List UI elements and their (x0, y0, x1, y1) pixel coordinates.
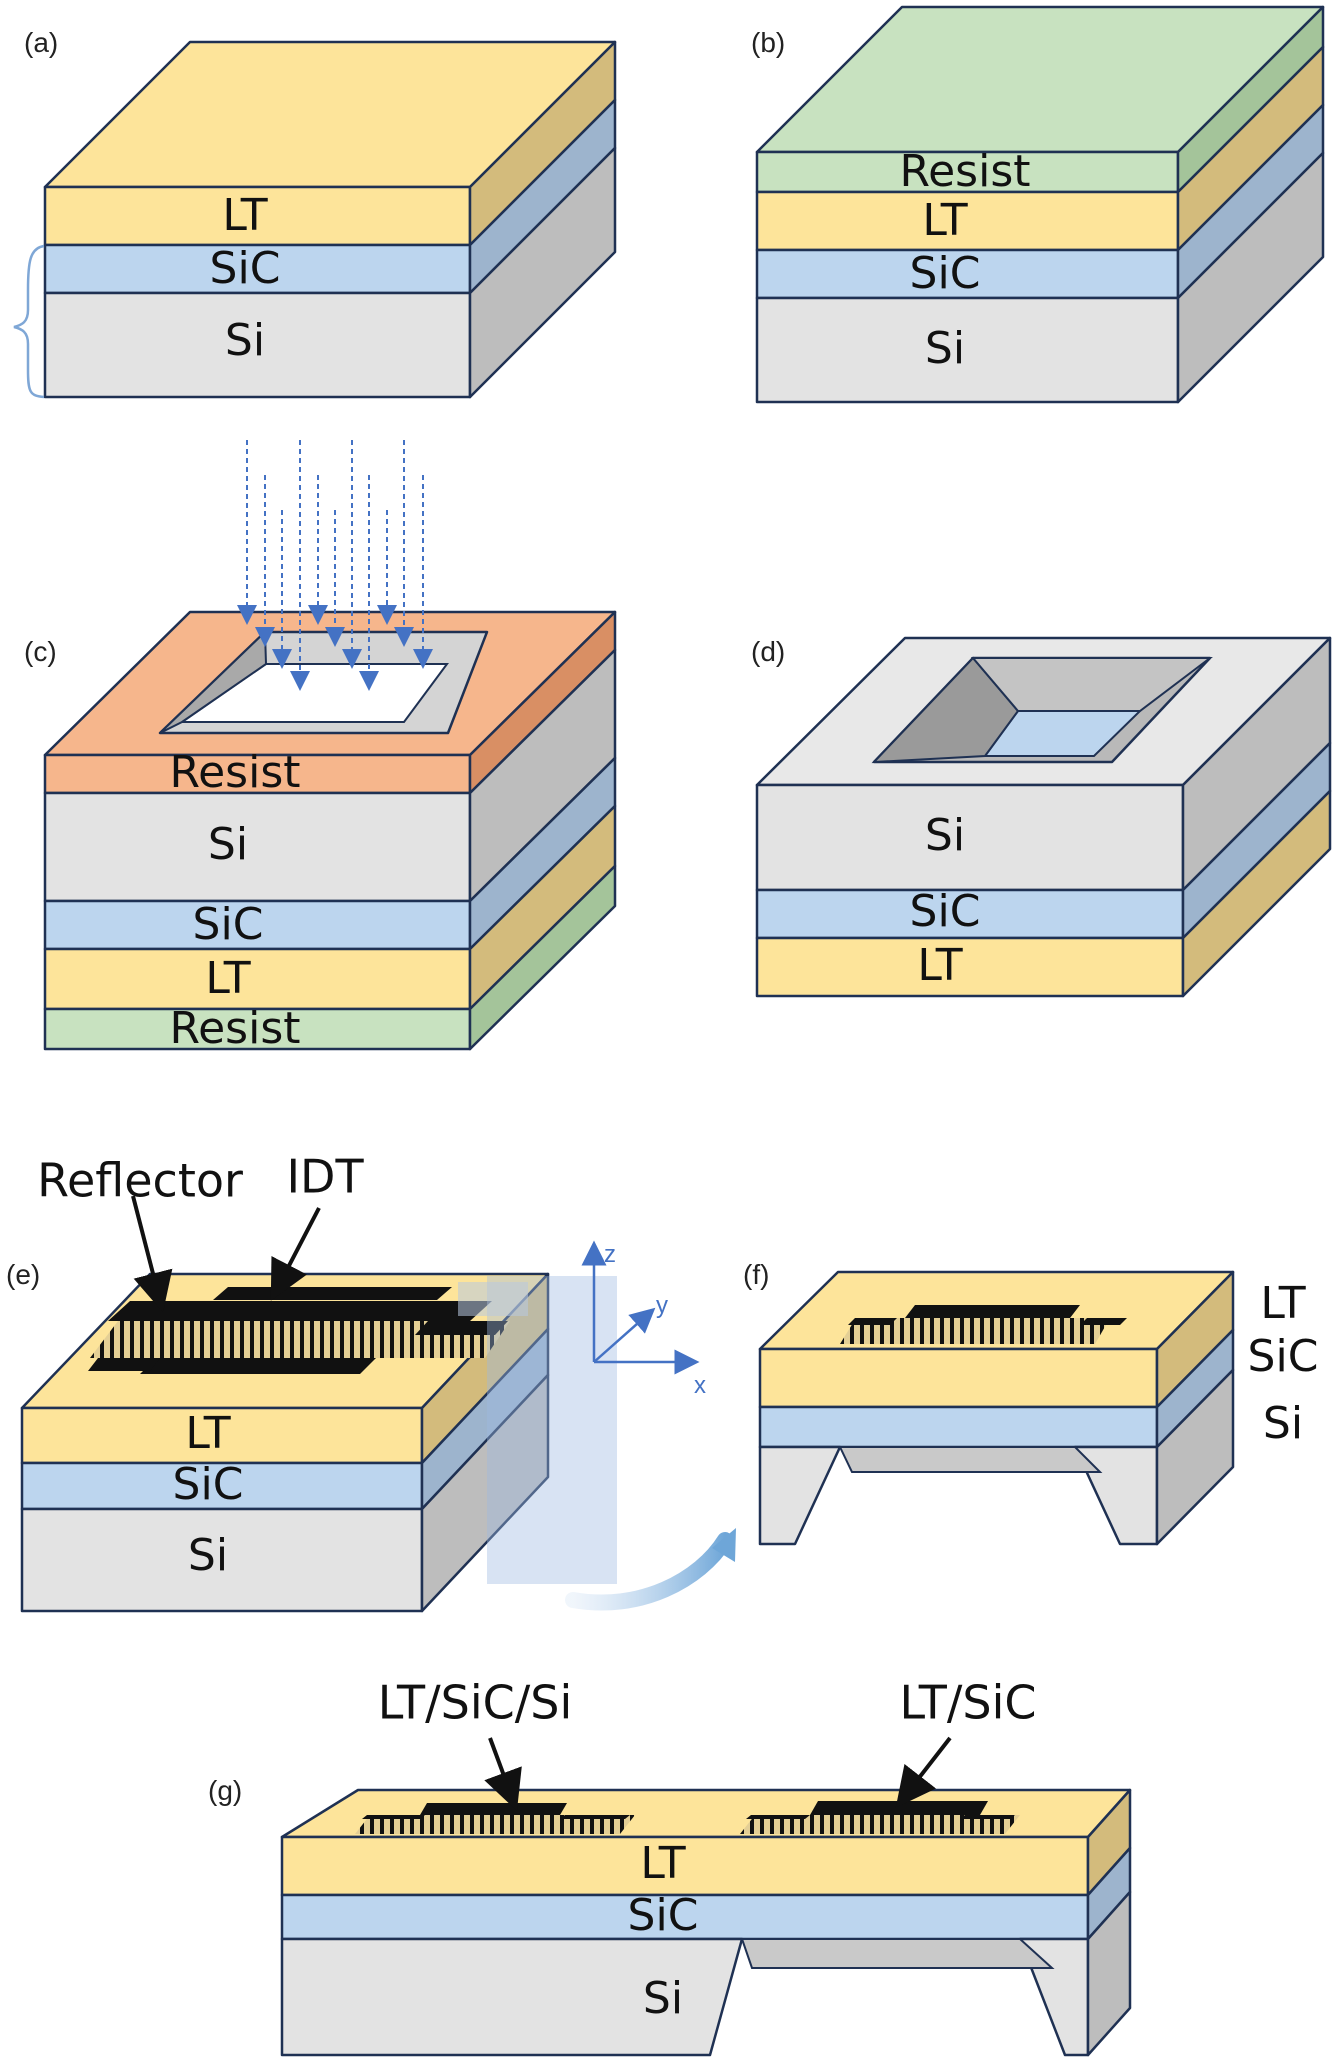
right-callout-arrow (895, 1736, 952, 1808)
panel-label-c: (c) (24, 636, 57, 667)
axis-label-y: y (656, 1292, 668, 1319)
layer-label-lt: LT (185, 1408, 230, 1459)
reflector-bus-left (88, 1358, 160, 1371)
lt-layer (758, 1347, 1159, 1409)
right-reflector-right (960, 1815, 1015, 1819)
panel-label-a: (a) (24, 27, 58, 58)
idt-fingers-icon (90, 1321, 510, 1358)
panel-label-g: (g) (208, 1775, 242, 1806)
si-leg-left (758, 1445, 842, 1546)
callout-lt-sic: LT/SiC (900, 1676, 1037, 1730)
resist-layer-bottom (43, 1007, 472, 1051)
cavity-ceiling (740, 1938, 1055, 1969)
panel-a: (a) LT SiC Si (13, 27, 617, 399)
si-side (468, 146, 617, 399)
side-label-si: Si (1263, 1398, 1303, 1449)
layer-label-si: Si (188, 1530, 228, 1581)
layer-label-si: Si (643, 1973, 683, 2024)
idt-bus-bottom (140, 1358, 376, 1374)
panel-c: (c) Resist Si SiC LT Resist (24, 440, 617, 1054)
layer-label-lt: LT (917, 940, 962, 991)
substrate-bracket (13, 244, 45, 399)
idt-bus-top (213, 1287, 452, 1300)
layer-label-si: Si (208, 819, 248, 870)
callout-lt-sic-si: LT/SiC/Si (378, 1676, 572, 1730)
panel-label-f: (f) (743, 1259, 769, 1290)
lt-layer (755, 190, 1180, 252)
panel-b: (b) Resist LT SiC Si (751, 5, 1325, 404)
si-side (1086, 1890, 1132, 2057)
si-layer-left (280, 1937, 744, 2057)
reflector-bus-right (415, 1321, 508, 1335)
reflector-callout: Reflector (37, 1154, 243, 1208)
panel-e: (e) Reflector IDT LT SiC Si z y x (6, 1150, 736, 1613)
panel-label-d: (d) (751, 636, 785, 667)
layer-label-sic: SiC (210, 243, 281, 294)
idt-bus-top (905, 1305, 1080, 1318)
side-label-lt: LT (1260, 1278, 1305, 1329)
axis-label-x: x (694, 1372, 706, 1399)
cavity-wall-back (970, 657, 1213, 712)
resist-bottom-side (468, 864, 617, 1051)
lt-side (1181, 789, 1332, 998)
coordinate-axes: z y x (581, 1240, 706, 1399)
idt-arrow (270, 1207, 321, 1301)
right-idt-fingers-icon (740, 1815, 1020, 1834)
idt-fingers-icon (840, 1318, 1110, 1344)
panel-g: (g) LT/SiC/Si LT/SiC LT SiC Si (208, 1676, 1132, 2057)
layer-label-sic: SiC (173, 1459, 244, 1510)
si-layer (755, 783, 1185, 892)
idt-callout: IDT (286, 1150, 364, 1204)
left-reflector-right (560, 1815, 630, 1819)
left-reflector-left (362, 1815, 425, 1819)
si-side (1176, 151, 1325, 404)
reflector-bus-right (1080, 1318, 1127, 1325)
axis-label-z: z (604, 1241, 616, 1268)
layer-label-lt: LT (222, 190, 267, 241)
left-idt-fingers-icon (355, 1815, 635, 1834)
layer-label-resist-bottom: Resist (170, 1003, 301, 1054)
layer-label-resist: Resist (900, 146, 1031, 197)
layer-label-resist-top: Resist (170, 747, 301, 798)
right-reflector-left (746, 1815, 810, 1819)
si-layer (755, 296, 1180, 404)
si-layer (43, 791, 472, 903)
resist-layer (755, 150, 1180, 194)
si-side (1155, 1368, 1235, 1546)
layer-label-sic: SiC (910, 886, 981, 937)
transition-arrowhead (712, 1528, 736, 1562)
sic-layer (758, 1405, 1159, 1449)
opening-wall (159, 629, 268, 734)
side-label-sic: SiC (1248, 1331, 1319, 1382)
lt-layer (43, 947, 472, 1011)
lt-layer (755, 936, 1185, 998)
cutting-plane (487, 1276, 617, 1584)
si-layer (43, 291, 472, 399)
layer-label-lt: LT (922, 195, 967, 246)
layer-label-si: Si (225, 315, 265, 366)
cutting-plane-top (458, 1282, 528, 1316)
layer-label-lt: LT (640, 1838, 685, 1889)
cavity-ceiling (838, 1446, 1103, 1473)
layer-label-si: Si (925, 810, 965, 861)
layer-label-lt: LT (205, 953, 250, 1004)
transition-arrow (565, 1532, 733, 1611)
left-idt-bus (420, 1803, 567, 1815)
panel-label-e: (e) (6, 1259, 40, 1290)
panel-f: (f) LT SiC Si (743, 1259, 1319, 1546)
reflector-bus-left (848, 1318, 897, 1325)
layer-label-si: Si (925, 323, 965, 374)
reflector-bus-top (108, 1301, 492, 1321)
panel-d: (d) Si SiC LT (751, 636, 1332, 998)
reflector-arrow (131, 1195, 173, 1313)
layer-label-sic: SiC (910, 248, 981, 299)
layer-label-sic: SiC (193, 899, 264, 950)
left-callout-arrow (484, 1737, 522, 1811)
panel-label-b: (b) (751, 27, 785, 58)
right-idt-bus (810, 1801, 988, 1815)
exposure-beams (237, 440, 433, 691)
si-side (420, 1373, 550, 1613)
layer-label-sic: SiC (628, 1890, 699, 1941)
